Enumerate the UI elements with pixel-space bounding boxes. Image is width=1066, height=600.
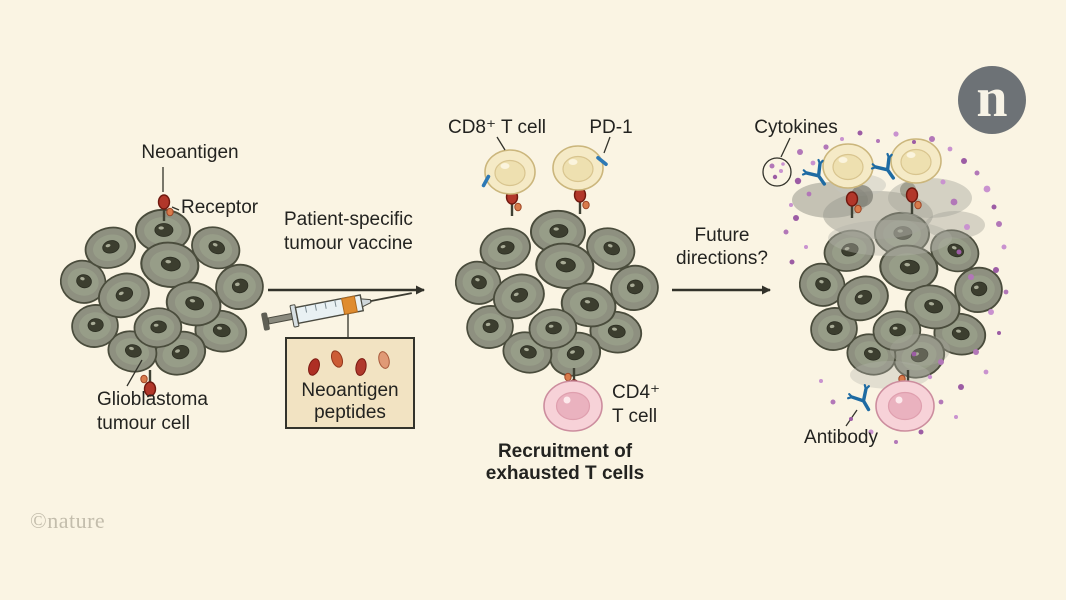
peptides-box <box>285 337 415 429</box>
nature-logo: n <box>958 66 1026 134</box>
label-future-line1: Future <box>694 225 750 246</box>
label-receptor: Receptor <box>181 197 259 218</box>
peptide-icon <box>308 358 320 376</box>
label-pd1: PD-1 <box>589 117 633 138</box>
leader-line-pd1 <box>603 136 611 154</box>
caption-recruitment-line1: Recruitment of <box>497 441 633 462</box>
credit-text: ©nature <box>30 508 106 533</box>
tumour-cluster-left <box>56 193 267 398</box>
cd8-t-cell <box>822 143 874 189</box>
caption-recruitment-line2: exhausted T cells <box>485 463 645 484</box>
peptide-icon <box>330 350 344 368</box>
leader-line-glioblastoma <box>126 359 143 387</box>
leader-line-cytokines <box>780 137 791 158</box>
label-neoantigen: Neoantigen <box>141 142 239 163</box>
label-glioblastoma-line2: tumour cell <box>97 413 190 434</box>
nature-logo-letter: n <box>976 67 1008 129</box>
cytokines-callout-circle <box>762 157 792 187</box>
cytokine-dots <box>769 130 1009 444</box>
label-antibody: Antibody <box>804 427 878 448</box>
leader-line-receptor <box>171 206 180 211</box>
receptor-icon <box>573 186 591 216</box>
label-cd4-line2: T cell <box>612 406 658 427</box>
leader-line-cd8 <box>496 136 506 151</box>
cd4-t-cell <box>543 380 603 432</box>
syringe-icon <box>261 292 412 331</box>
label-vaccine-line1: Patient-specific <box>284 209 413 230</box>
label-peptides-line1: Neoantigen <box>301 380 399 401</box>
antibody-icon <box>844 381 881 418</box>
label-peptides-line2: peptides <box>314 402 386 423</box>
cd8-t-cell <box>890 138 942 184</box>
label-cd4-line1: CD4⁺ <box>612 382 661 403</box>
peptide-icon <box>355 358 367 376</box>
label-cytokines: Cytokines <box>754 117 838 138</box>
label-glioblastoma-line1: Glioblastoma <box>97 389 208 410</box>
label-future-line2: directions? <box>676 248 768 269</box>
label-cd8-t-cell: CD8⁺ T cell <box>447 117 547 138</box>
tumour-cluster-middle <box>451 186 662 396</box>
cd8-t-cell <box>552 145 604 191</box>
cd4-t-cell <box>875 380 935 432</box>
label-vaccine-line2: tumour vaccine <box>284 233 413 254</box>
cd8-t-cell <box>484 149 536 195</box>
peptide-icon <box>378 351 390 369</box>
